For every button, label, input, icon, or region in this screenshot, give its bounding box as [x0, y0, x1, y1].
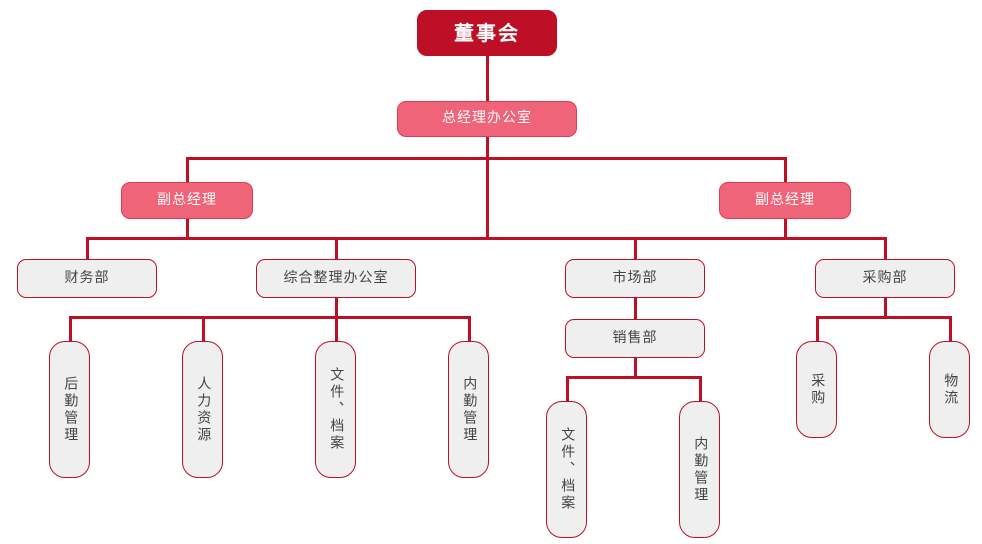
connector-sales-leaf-bus [566, 376, 702, 379]
node-logistics[interactable]: 物流 [929, 341, 970, 438]
node-documents-archives-admin[interactable]: 文件、档案 [315, 341, 356, 478]
node-deputy-general-manager-left[interactable]: 副总经理 [121, 182, 253, 219]
node-logistics-management[interactable]: 后勤管理 [49, 341, 90, 478]
node-deputy-general-manager-right[interactable]: 副总经理 [719, 182, 851, 219]
connector-internal-affairs-left-drop [468, 316, 471, 341]
node-purchasing-department[interactable]: 采购部 [815, 259, 955, 298]
connector-sales-stem [634, 357, 637, 378]
node-internal-affairs-management-sales[interactable]: 内勤管理 [679, 401, 720, 538]
connector-deputy-gm-right-drop [784, 157, 787, 182]
connector-general-affairs-stem [335, 297, 338, 318]
node-board-of-directors[interactable]: 董事会 [417, 10, 557, 56]
node-human-resources[interactable]: 人力资源 [182, 341, 223, 478]
connector-general-affairs-drop [335, 237, 338, 260]
node-documents-archives-sales[interactable]: 文件、档案 [546, 401, 587, 538]
node-internal-affairs-management-admin[interactable]: 内勤管理 [448, 341, 489, 478]
connector-finance-drop [86, 237, 89, 260]
connector-deputy-gm-left-drop [186, 157, 189, 182]
connector-purchasing-drop [884, 237, 887, 260]
connector-human-resources-drop [202, 316, 205, 341]
connector-documents-left-drop [335, 316, 338, 341]
connector-logistics-mgmt-drop [69, 316, 72, 341]
connector-marketing-to-sales [634, 297, 637, 319]
connector-purchasing-leaf-drop [816, 316, 819, 341]
connector-deputy-gm-right-stem [784, 218, 787, 240]
connector-board-to-gm-office [486, 55, 489, 101]
connector-purchasing-leaf-bus [816, 316, 952, 319]
node-general-affairs-office[interactable]: 综合整理办公室 [256, 259, 416, 298]
connector-internal-affairs-sales-drop [699, 376, 702, 401]
node-finance-department[interactable]: 财务部 [17, 259, 157, 298]
node-purchasing[interactable]: 采购 [796, 341, 837, 438]
node-marketing-department[interactable]: 市场部 [565, 259, 705, 298]
connector-deputy-gm-bus [186, 157, 787, 160]
connector-left-leaf-bus [69, 316, 471, 319]
node-general-manager-office[interactable]: 总经理办公室 [397, 101, 577, 137]
connector-department-bus [86, 237, 886, 240]
connector-gm-office-stem [486, 136, 489, 238]
node-sales-department[interactable]: 销售部 [565, 319, 705, 358]
connector-documents-sales-drop [566, 376, 569, 401]
connector-deputy-gm-left-stem [186, 218, 189, 240]
connector-logistics-leaf-drop [949, 316, 952, 341]
connector-marketing-drop [634, 237, 637, 260]
connector-purchasing-stem [884, 297, 887, 318]
